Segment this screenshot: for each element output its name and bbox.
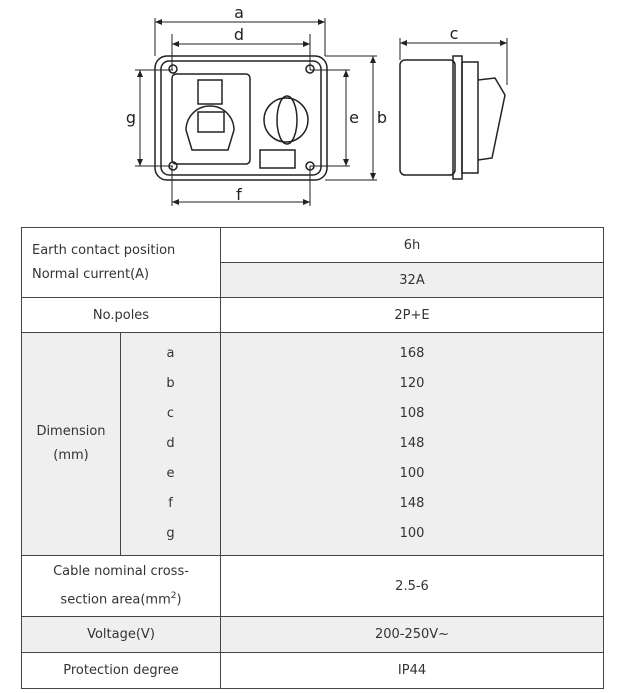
dimension-key-g: g [166,526,175,541]
label-c: c [450,24,459,43]
dimension-unit: (mm) [53,448,89,463]
dimension-key-b: b [166,376,175,391]
dimension-value-a: 168 [399,346,425,361]
dimension-value-c: 108 [399,406,425,421]
cable-label-line2: section area(mm [60,592,171,608]
earth-contact-label: Earth contact position [32,242,176,258]
cable-label-close: ) [176,592,182,608]
dimension-value-d: 148 [399,436,425,451]
protection-label: Protection degree [21,652,221,689]
dimension-key-f: f [168,496,173,511]
dimension-key-d: d [166,436,175,451]
side-view [399,55,506,180]
dimension-key-c: c [166,406,175,421]
label-d: d [234,25,244,44]
cable-label-cell: Cable nominal cross- section area(mm2) [21,555,221,617]
spec-table: Earth contact position Normal current(A)… [21,227,604,689]
protection-value: IP44 [220,652,604,689]
dimension-value-g: 100 [399,526,425,541]
dimension-drawing: a d g e b f c [126,3,508,206]
dimension-value-b: 120 [399,376,425,391]
poles-value: 2P+E [220,297,604,333]
dimension-key-a: a [166,346,175,361]
dimension-lines [137,19,507,205]
dimension-label-cell: Dimension (mm) [21,332,121,556]
front-view [154,55,328,181]
label-b: b [377,108,387,127]
cable-label-sup: 2 [170,590,177,601]
label-f: f [236,185,242,204]
dimension-value-f: 148 [399,496,425,511]
poles-label: No.poles [21,297,221,333]
cable-value: 2.5-6 [220,555,604,617]
voltage-label: Voltage(V) [21,616,221,653]
normal-current-value: 32A [220,262,604,298]
dimension-value-e: 100 [399,466,425,481]
earth-contact-value: 6h [220,227,604,263]
label-a: a [234,3,244,22]
earth-current-label-cell: Earth contact position Normal current(A) [21,227,221,298]
cable-label-line1: Cable nominal cross- [53,563,189,579]
label-g: g [126,108,136,127]
label-e: e [349,108,359,127]
voltage-value: 200-250V~ [220,616,604,653]
dimension-label: Dimension [36,424,106,439]
normal-current-label: Normal current(A) [32,266,150,282]
dimension-key-e: e [166,466,175,481]
